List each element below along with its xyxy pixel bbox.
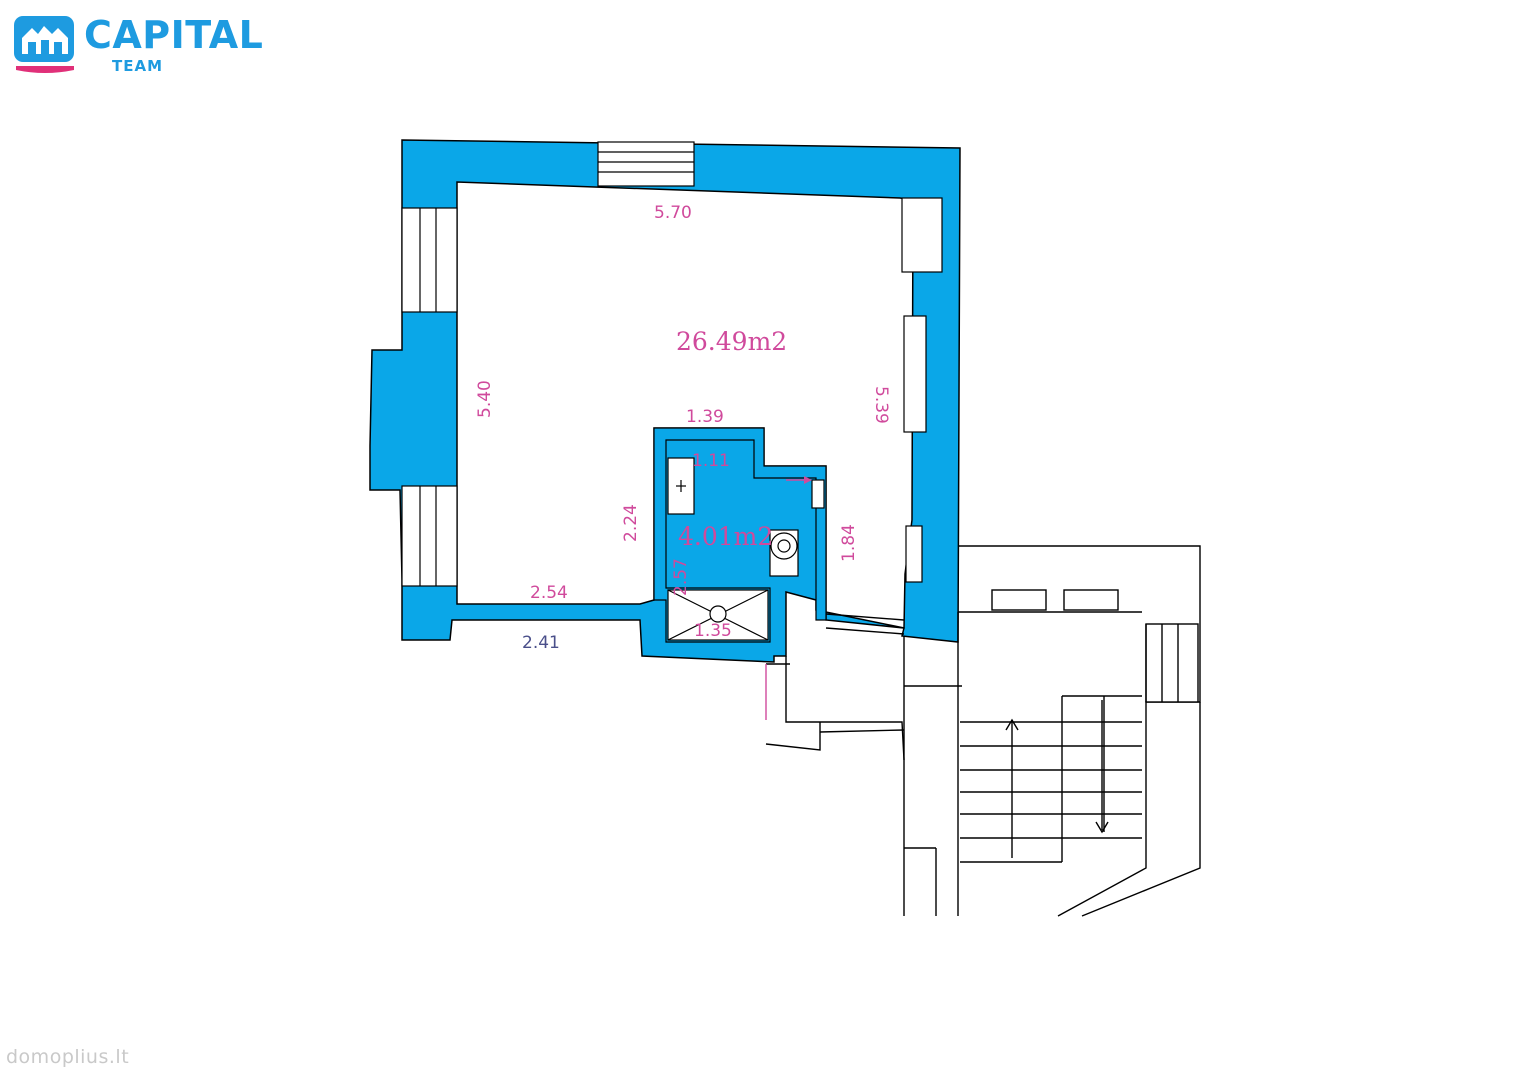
window-left-lower <box>401 485 458 587</box>
exterior-walls <box>369 139 961 663</box>
windows <box>401 141 943 587</box>
main-room-area: 26.49m2 <box>676 327 787 356</box>
dim-sink: 1.11 <box>692 451 730 471</box>
window-top <box>597 141 695 187</box>
window-left-upper <box>401 207 458 313</box>
dim-bath-right: 1.84 <box>839 524 859 562</box>
dimension-labels: 5.70 5.40 5.39 1.39 1.11 2.24 1.84 2.57 … <box>475 203 891 653</box>
room-labels: 26.49m2 4.01m2 <box>676 327 787 551</box>
dim-exterior-bottom: 2.41 <box>522 633 560 653</box>
watermark: domoplius.lt <box>6 1046 130 1068</box>
bathroom-fixtures <box>667 457 825 641</box>
dim-bath-mid: 2.57 <box>671 558 691 596</box>
dim-top-wall: 5.70 <box>654 203 692 223</box>
window-right-mid <box>903 315 927 433</box>
bath-room-area: 4.01m2 <box>678 522 773 551</box>
house-logo-icon <box>14 16 74 73</box>
dim-left-wall: 5.40 <box>475 380 495 418</box>
dim-shower: 1.35 <box>694 621 732 641</box>
cabinet <box>811 479 825 509</box>
dim-bath-top: 1.39 <box>686 407 724 427</box>
dim-bottom-wall: 2.54 <box>530 583 568 603</box>
window-right-upper <box>901 197 943 273</box>
capital-team-logo: CAPITAL TEAM <box>14 12 284 78</box>
logo-name: CAPITAL <box>84 13 264 57</box>
dim-bath-left: 2.24 <box>621 504 641 542</box>
stairwell <box>765 545 1201 917</box>
dim-right-wall: 5.39 <box>871 386 891 424</box>
window-right-low <box>905 525 923 583</box>
logo-subtitle: TEAM <box>112 57 164 75</box>
